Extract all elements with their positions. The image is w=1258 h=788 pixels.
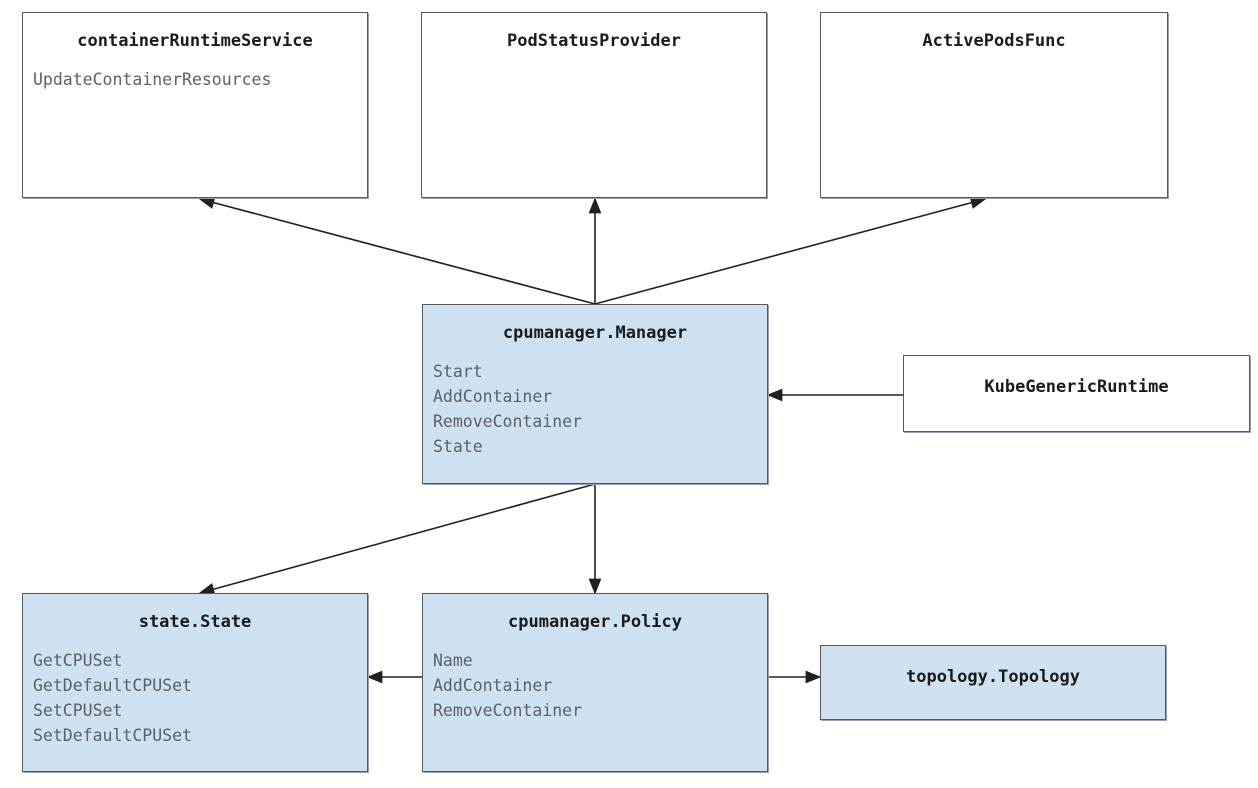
class-node-activePodsFunc[interactable]: ActivePodsFunc	[820, 12, 1168, 198]
class-node-title: cpumanager.Manager	[502, 323, 688, 343]
class-node-title: cpumanager.Policy	[508, 612, 682, 632]
class-node-member: AddContainer	[433, 676, 553, 695]
edge-manager-to-activePodsFunc	[594, 196, 987, 305]
class-node-title: topology.Topology	[906, 667, 1080, 687]
class-node-title: state.State	[138, 612, 252, 632]
class-node-title: PodStatusProvider	[507, 31, 681, 51]
class-node-title: ActivePodsFunc	[922, 31, 1066, 51]
class-node-member: AddContainer	[433, 387, 553, 406]
class-node-member: RemoveContainer	[433, 412, 583, 431]
class-node-title: containerRuntimeService	[77, 31, 313, 51]
class-node-member: UpdateContainerResources	[33, 70, 272, 89]
class-node-member: SetDefaultCPUSet	[33, 726, 192, 745]
class-node-member: Name	[433, 651, 473, 670]
class-node-member: GetDefaultCPUSet	[33, 676, 192, 695]
class-node-podStatusProvider[interactable]: PodStatusProvider	[421, 12, 767, 198]
class-node-member: RemoveContainer	[433, 701, 583, 720]
class-node-member: Start	[433, 362, 483, 381]
class-node-member: SetCPUSet	[33, 701, 123, 720]
edge-manager-to-containerRuntimeService	[198, 196, 596, 305]
class-node-title: KubeGenericRuntime	[984, 377, 1169, 397]
class-node-topologyTopology[interactable]: topology.Topology	[820, 645, 1166, 720]
class-node-kubeGenericRuntime[interactable]: KubeGenericRuntime	[903, 355, 1250, 432]
class-node-member: GetCPUSet	[33, 651, 123, 670]
class-node-member: State	[433, 437, 483, 456]
edge-manager-to-stateState	[198, 483, 596, 596]
class-node-member-list: UpdateContainerResources	[23, 51, 367, 92]
